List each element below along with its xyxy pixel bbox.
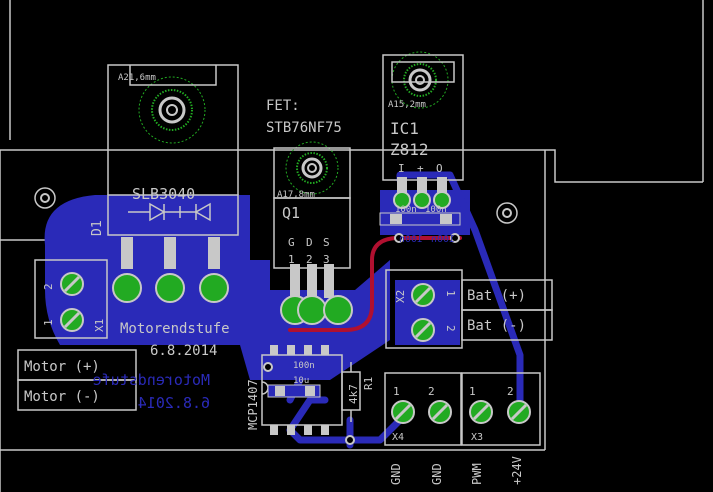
- fet-pin-d: D: [306, 236, 313, 249]
- screw-hole-left: [34, 187, 56, 209]
- mounting-hole-diode: [138, 76, 206, 144]
- cap-top-b-label: 100n: [425, 205, 447, 215]
- resistor-r1: [341, 362, 361, 422]
- ic1-pads: [393, 177, 451, 209]
- fet-ref-label: Q1: [282, 204, 300, 222]
- x2-pin-2: 2: [444, 325, 457, 332]
- fet-title-label: FET:: [266, 98, 300, 114]
- ic1-hole-label: A15,2mm: [388, 100, 426, 110]
- fet-pin-s: S: [323, 236, 330, 249]
- x4-pin-1: 1: [393, 385, 400, 398]
- box-motor-plus: Motor (+): [24, 359, 100, 375]
- r1-value-label: 4k7: [347, 384, 360, 404]
- pads: [60, 177, 531, 445]
- silkscreen-text: A21,6mm SLB3040 D1 FET: STB76NF75 A17,8m…: [24, 73, 526, 485]
- x3-ref-label: X3: [471, 432, 483, 443]
- fet-pin-2: 2: [306, 253, 313, 266]
- diode-name-label: SLB3040: [132, 185, 195, 203]
- ic1-ref-label: IC1: [390, 119, 419, 138]
- top-trace: [288, 236, 462, 332]
- cap-driver-b-label: 10u: [293, 376, 309, 386]
- box-bat-minus: Bat (-): [467, 318, 526, 334]
- cap-bottom-label: 100n: [399, 234, 423, 245]
- r1-ref-label: R1: [362, 377, 375, 390]
- cap-bottom-b-label: 100n: [431, 234, 455, 245]
- fet-hole-label: A17,8mm: [277, 190, 315, 200]
- board-date: 6.8.2014: [150, 343, 217, 359]
- fet-part-label: STB76NF75: [266, 120, 342, 136]
- diode-hole-label: A21,6mm: [118, 73, 156, 83]
- diode-ref-label: D1: [90, 220, 105, 236]
- board-date-mirrored: 6.8.2014: [138, 394, 210, 412]
- fet-pin-g: G: [288, 236, 295, 249]
- driver-pins: [270, 345, 329, 435]
- ic1-pin-i: I: [398, 162, 405, 175]
- mounting-hole-fet: [285, 141, 339, 195]
- terminal-screw-slots: [63, 275, 528, 421]
- cap-top-label: 100n: [395, 205, 417, 215]
- fet-pads: [280, 264, 353, 325]
- x1-ref-label: X1: [93, 319, 106, 332]
- x4-ref-label: X4: [392, 432, 404, 443]
- x1-pin-1: 1: [42, 319, 55, 326]
- fet-pin-3: 3: [323, 253, 330, 266]
- x2-ref-label: X2: [394, 290, 407, 303]
- box-bat-plus: Bat (+): [467, 288, 526, 304]
- board-title-mirrored: Motorendstufe: [93, 371, 210, 389]
- cap-driver-label: 100n: [293, 361, 315, 371]
- bottom-label-pwm: PWM: [470, 463, 484, 485]
- bottom-label-gnd-2: GND: [430, 463, 444, 485]
- x3-pin-1: 1: [469, 385, 476, 398]
- x1-pin-2: 2: [42, 283, 55, 290]
- ic1-pin-plus: +: [417, 162, 424, 175]
- bottom-label-gnd-1: GND: [389, 463, 403, 485]
- board-title: Motorendstufe: [120, 321, 230, 337]
- driver-part-label: MCP1407: [246, 379, 260, 430]
- label-boxes: [17, 279, 553, 411]
- ic1-pin-o: O: [436, 162, 443, 175]
- x3-pin-2: 2: [507, 385, 514, 398]
- box-motor-minus: Motor (-): [24, 389, 100, 405]
- smd-capacitor-pads: [267, 212, 461, 398]
- bottom-label-24v: +24V: [510, 456, 524, 485]
- screw-hole-right: [496, 202, 518, 224]
- diode-package: [107, 64, 239, 236]
- diode-pads: [112, 237, 229, 303]
- mirrored-text: Motorendstufe 6.8.2014 100n 100n: [93, 234, 455, 412]
- x4-pin-2: 2: [428, 385, 435, 398]
- ic1-part-label: Z812: [390, 140, 429, 159]
- x2-pin-1: 1: [444, 290, 457, 297]
- vias: [263, 233, 460, 445]
- fet-pin-1: 1: [288, 253, 295, 266]
